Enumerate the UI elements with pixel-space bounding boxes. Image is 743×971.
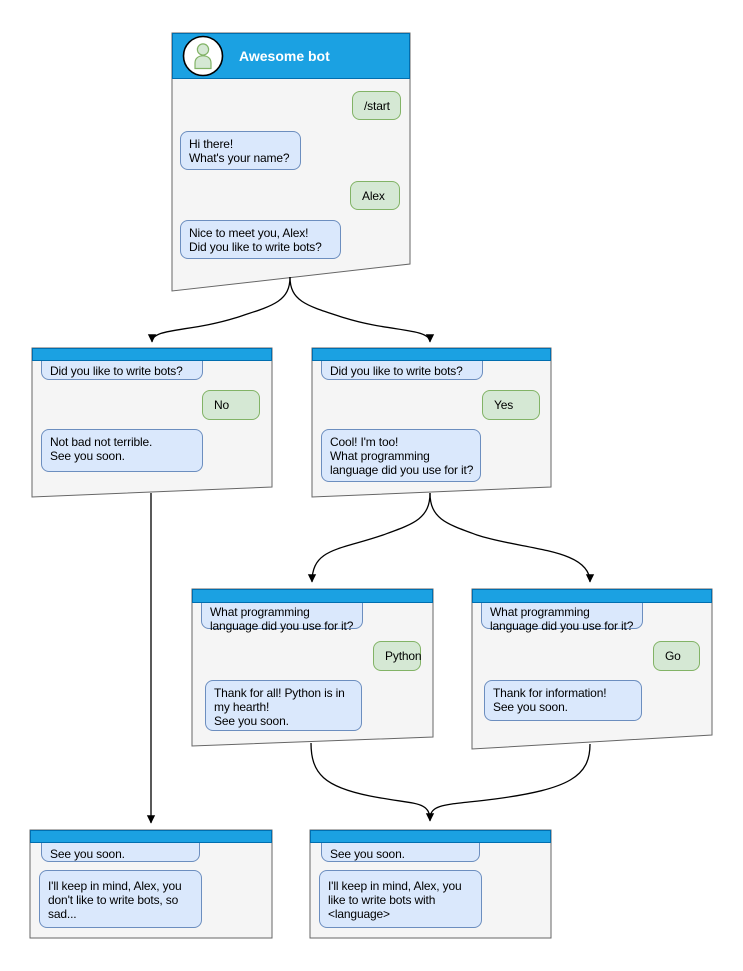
bot-message-bubble: Hi there! What's your name? (180, 131, 301, 170)
bot-message-bubble: I'll keep in mind, Alex, you don't like … (39, 870, 202, 928)
edge-yes-to-python (307, 492, 431, 583)
edge-start-to-yes (289, 276, 435, 343)
edge-start-to-no (147, 276, 291, 343)
node-header-end-no (30, 830, 272, 843)
person-icon (194, 43, 212, 70)
bot-avatar (182, 35, 224, 77)
bot-title: Awesome bot (239, 48, 330, 64)
bot-message-bubble: I'll keep in mind, Alex, you like to wri… (319, 870, 482, 928)
node-header-yes-branch (312, 348, 551, 361)
user-message-bubble: Alex (350, 181, 400, 210)
bot-message-bubble: Cool! I'm too! What programming language… (321, 429, 481, 482)
bot-message-bubble: Thank for information! See you soon. (484, 680, 642, 721)
user-message-bubble: Go (653, 641, 700, 671)
node-header-end-yes (310, 830, 551, 843)
node-header-python-branch (192, 589, 433, 603)
user-message-bubble: Yes (482, 390, 540, 420)
user-message-bubble: /start (352, 91, 401, 120)
node-header-go-branch (472, 589, 712, 603)
bot-message-bubble: Nice to meet you, Alex! Did you like to … (180, 220, 341, 259)
edge-yes-to-go (429, 492, 595, 583)
user-message-bubble: Python (373, 641, 422, 671)
edge-go-to-end (429, 743, 591, 819)
edge-python-to-end (310, 742, 435, 822)
bot-message-bubble: Not bad not terrible. See you soon. (41, 429, 203, 472)
node-header-main: Awesome bot (172, 33, 410, 79)
user-message-bubble: No (202, 390, 260, 420)
node-header-no-branch (32, 348, 272, 361)
bot-message-bubble: Thank for all! Python is in my hearth! S… (205, 680, 362, 731)
